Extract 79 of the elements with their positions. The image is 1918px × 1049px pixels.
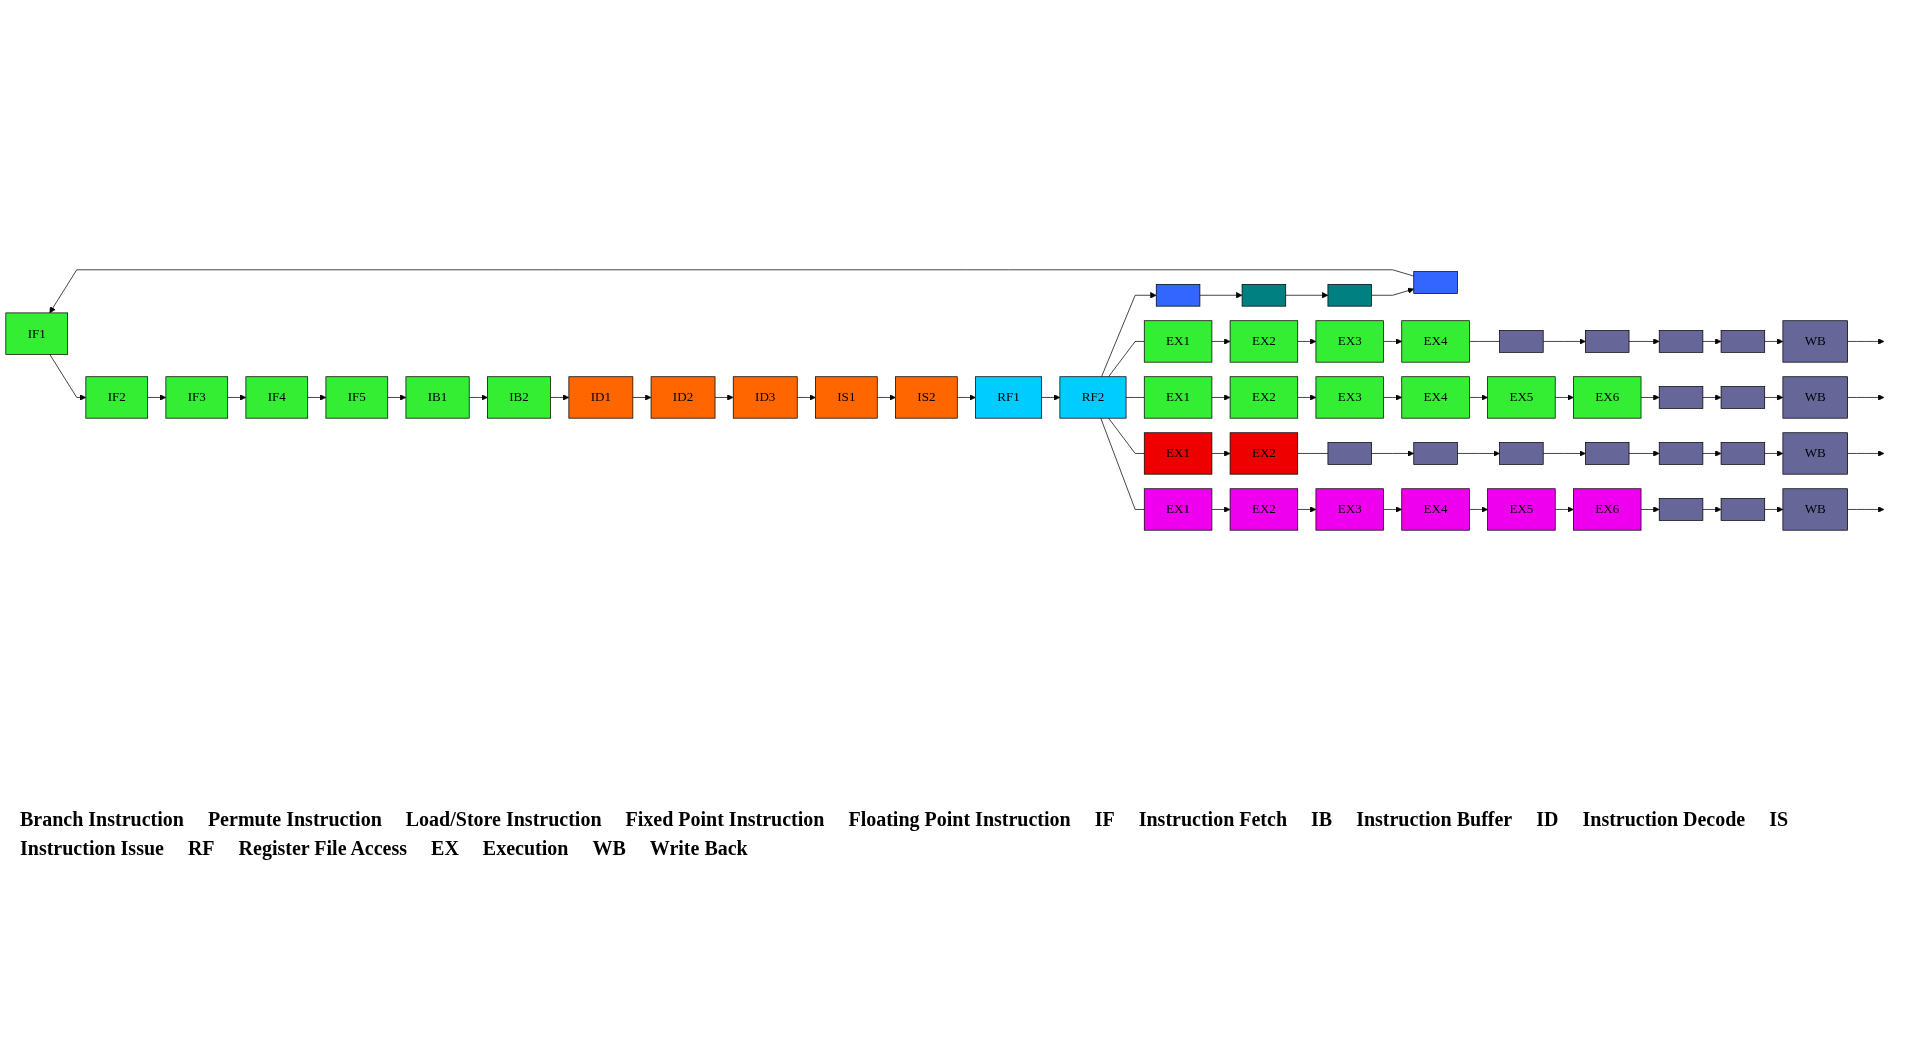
- label-text: Floating Point Instruction: [848, 808, 1071, 831]
- node-box: EX4: [1401, 320, 1470, 363]
- connector: [1469, 341, 1500, 342]
- node-box: IS1: [815, 376, 878, 419]
- node-box: [1658, 442, 1704, 465]
- node-box: [1585, 330, 1630, 353]
- node-box: [1499, 330, 1544, 353]
- node-box: [1658, 498, 1704, 521]
- node-box: EX3: [1315, 320, 1384, 363]
- label-text: Instruction Decode: [1582, 808, 1746, 831]
- label-text: EX: [431, 837, 459, 860]
- node-box: [1327, 284, 1372, 307]
- node-box: EX3: [1315, 376, 1384, 419]
- node-box: EX2: [1229, 432, 1299, 475]
- label-text: Execution: [482, 837, 569, 860]
- node-box: [1327, 442, 1372, 465]
- label-text: IS: [1769, 808, 1789, 831]
- node-box: [1413, 442, 1458, 465]
- node-box: EX1: [1143, 320, 1213, 363]
- label-text: Fixed Point Instruction: [625, 808, 825, 831]
- node-box: EX4: [1401, 376, 1470, 419]
- node-box: EX2: [1229, 320, 1299, 363]
- node-box: WB: [1782, 320, 1848, 363]
- label-text: Instruction Buffer: [1356, 808, 1513, 831]
- node-box: [1720, 386, 1766, 409]
- node-box: [1720, 442, 1766, 465]
- node-box: IF3: [165, 376, 229, 419]
- label-text: Branch Instruction: [20, 808, 184, 831]
- node-box: ID1: [568, 376, 634, 419]
- node-box: ID3: [732, 376, 798, 419]
- node-box: IF5: [325, 376, 389, 419]
- node-box: EX1: [1143, 432, 1213, 475]
- node-box: [1241, 284, 1287, 307]
- label-text: Write Back: [649, 837, 748, 860]
- label-text: ID: [1536, 808, 1559, 831]
- node-box: EX5: [1487, 376, 1556, 419]
- label-text: IB: [1311, 808, 1333, 831]
- node-box: EX3: [1315, 488, 1384, 531]
- connector: [1108, 417, 1145, 454]
- node-box: EX4: [1401, 488, 1470, 531]
- node-box: IF4: [245, 376, 309, 419]
- label-text: IF: [1094, 808, 1115, 831]
- node-box: EX5: [1487, 488, 1556, 531]
- node-box: IF1: [5, 312, 69, 355]
- connector: [1297, 453, 1329, 454]
- node-box: ID2: [650, 376, 716, 419]
- node-box: [1499, 442, 1544, 465]
- node-box: WB: [1782, 488, 1848, 531]
- node-box: EX2: [1229, 376, 1299, 419]
- node-box: IB2: [487, 376, 552, 419]
- label-text: Register File Access: [238, 837, 408, 860]
- label-text: WB: [592, 837, 626, 860]
- node-box: RF1: [975, 376, 1043, 419]
- label-text: Permute Instruction: [207, 808, 382, 831]
- label-text: Load/Store Instruction: [405, 808, 602, 831]
- node-box: [1658, 330, 1704, 353]
- connector: [1100, 417, 1145, 510]
- node-box: EX1: [1143, 488, 1213, 531]
- node-box: [1155, 284, 1201, 307]
- connector: [1125, 397, 1145, 398]
- node-box: WB: [1782, 432, 1848, 475]
- node-box: [1658, 386, 1704, 409]
- node-box: [1720, 330, 1766, 353]
- node-box: EX6: [1573, 376, 1642, 419]
- node-box: EX2: [1229, 488, 1299, 531]
- label-text: Instruction Issue: [20, 837, 164, 860]
- node-box: [1413, 271, 1458, 294]
- node-box: IS2: [895, 376, 958, 419]
- label-text: Instruction Fetch: [1138, 808, 1287, 831]
- node-box: RF2: [1059, 376, 1127, 419]
- node-box: IB1: [405, 376, 470, 419]
- node-box: WB: [1782, 376, 1848, 419]
- label-text: RF: [187, 837, 215, 860]
- node-box: EX6: [1573, 488, 1642, 531]
- node-box: EX1: [1143, 376, 1213, 419]
- node-box: [1720, 498, 1766, 521]
- node-box: IF2: [85, 376, 149, 419]
- node-box: [1585, 442, 1630, 465]
- connector: [1108, 341, 1145, 378]
